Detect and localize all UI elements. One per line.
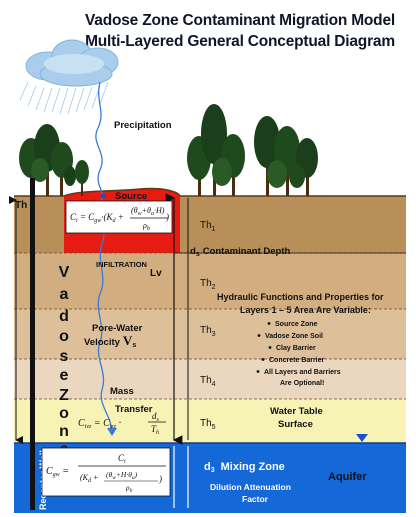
infiltration-label: INFILTRATION <box>96 260 147 269</box>
source-point-icon <box>100 193 106 199</box>
vadose-zone-letter: V <box>59 264 70 281</box>
bullet-item: Source Zone <box>275 321 318 328</box>
th1-label: Th1 <box>200 220 216 233</box>
svg-text:ds: ds <box>152 411 160 423</box>
precipitation-label: Precipitation <box>114 120 172 131</box>
bullet-item: Clay Barrier <box>276 345 316 352</box>
layer-2-soil <box>14 253 406 309</box>
bullet-item: Vadose Zone Soil <box>265 333 323 340</box>
th-label: Th <box>15 200 27 211</box>
bullet-item: Are Optional! <box>280 380 324 387</box>
svg-text:ρb: ρb <box>142 221 150 232</box>
svg-text:): ) <box>165 212 169 222</box>
vadose-zone-letter: a <box>60 286 69 303</box>
vadose-zone-letter: o <box>59 405 69 422</box>
aquifer-label: Aquifer <box>328 471 367 483</box>
bullet-item: All Layers and Barriers <box>264 369 341 376</box>
pore-water-label: Pore-Water <box>92 323 143 334</box>
bullet-dot-icon <box>261 358 265 361</box>
bullet-item: Concrete Barrier <box>269 357 325 364</box>
dilution-label-2: Factor <box>242 494 269 504</box>
svg-text:Th: Th <box>151 424 159 436</box>
svg-text:(θw+θa·H): (θw+θa·H) <box>131 206 165 217</box>
trees-right-icon <box>187 104 318 196</box>
vadose-zone-letter: d <box>59 308 69 325</box>
svg-text:Ci = Cgw·(Kd +: Ci = Cgw·(Kd + <box>70 212 124 224</box>
vadose-zone-letter: o <box>59 328 69 345</box>
lv-label: Lv <box>150 268 162 279</box>
svg-text:Ci: Ci <box>118 453 126 465</box>
layer-3-soil <box>14 309 406 359</box>
vadose-zone-letter: n <box>59 423 69 440</box>
svg-text:(θw+H·θa): (θw+H·θa) <box>106 470 138 481</box>
aquifer-formula: Cgw = Ci (Kd + (θw+H·θa) ρb ) <box>41 447 171 497</box>
source-formula: Ci = Cgw·(Kd + (θw+θa·H) ρb ) <box>65 200 173 234</box>
diagram-title: Vadose Zone Contaminant Migration Model … <box>70 10 410 52</box>
th4-label: Th4 <box>200 375 216 388</box>
ground-surface <box>14 187 406 197</box>
water-table-label-1: Water Table <box>270 406 323 417</box>
layer-4-soil <box>14 359 406 399</box>
water-table-label-2: Surface <box>278 419 313 430</box>
svg-text:): ) <box>158 474 162 484</box>
svg-text:(Kd +: (Kd + <box>80 473 98 484</box>
vadose-zone-letter: Z <box>59 387 69 404</box>
bullet-dot-icon <box>256 370 260 373</box>
hydraulic-line-1: Hydraulic Functions and Properties for <box>217 292 384 302</box>
mass-label: Mass <box>110 386 134 397</box>
bullet-dot-icon <box>267 322 271 325</box>
bullet-dot-icon <box>268 346 272 349</box>
title-line-2: Multi-Layered General Conceptual Diagram <box>85 33 395 50</box>
source-label: Source <box>115 191 147 202</box>
vadose-zone-letter: s <box>60 348 69 365</box>
cloud-icon <box>25 39 119 87</box>
layer-5-soil <box>14 399 406 443</box>
receptor-well-casing <box>30 178 35 510</box>
hydraulic-line-2: Layers 1 – 5 Area Are Variable: <box>240 305 371 315</box>
infiltration-path <box>95 81 113 431</box>
vadose-zone-letter: e <box>60 367 69 384</box>
bullet-dot-icon <box>257 334 261 337</box>
trees-left-icon <box>19 124 89 196</box>
infiltration-arrow-icon <box>107 428 117 436</box>
title-line-1: Vadose Zone Contaminant Migration Model <box>85 12 395 29</box>
water-table-triangle-icon <box>356 434 368 442</box>
svg-text:ρb: ρb <box>125 483 133 494</box>
th5-label: Th5 <box>200 418 216 431</box>
dilution-label-1: Dilution Attenuation <box>210 482 291 492</box>
transfer-label: Transfer <box>115 404 153 415</box>
rain-icon <box>19 81 109 115</box>
th2-label: Th2 <box>200 278 216 291</box>
th3-label: Th3 <box>200 325 216 338</box>
svg-text:Cgw =: Cgw = <box>46 466 69 478</box>
